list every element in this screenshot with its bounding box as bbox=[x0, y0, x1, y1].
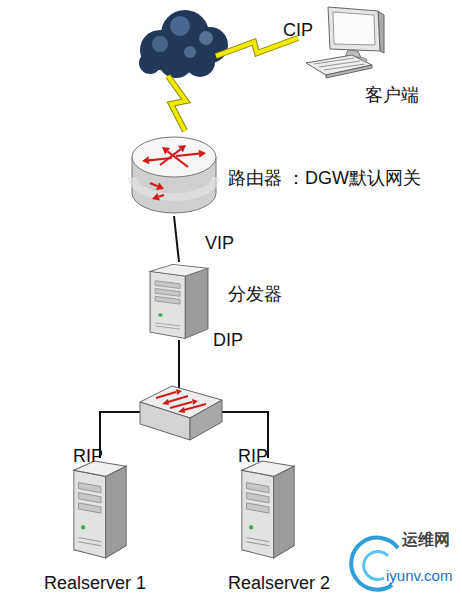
interface-label: CIP bbox=[283, 20, 313, 40]
watermark: 运维网 bbox=[402, 530, 450, 550]
client-node: 客户端 bbox=[300, 5, 385, 83]
director-node: 分发器 bbox=[148, 262, 210, 340]
realserver-node: Realserver 2 bbox=[240, 458, 296, 560]
node-label: 路由器 ：DGW默认网关 bbox=[228, 168, 421, 188]
network-link bbox=[100, 340, 179, 458]
watermark: iyunv.com bbox=[386, 566, 452, 586]
network-link bbox=[179, 340, 268, 458]
lightning-link bbox=[168, 38, 298, 131]
node-label: Realserver 1 bbox=[44, 573, 146, 593]
internet-cloud bbox=[139, 10, 228, 78]
server-icon bbox=[72, 458, 128, 560]
server-icon bbox=[148, 262, 210, 340]
node-label: 客户端 bbox=[365, 85, 419, 105]
node-label: 分发器 bbox=[228, 284, 282, 304]
realserver-node: Realserver 1 bbox=[72, 458, 128, 560]
interface-label: RIP bbox=[238, 446, 268, 466]
interface-label: DIP bbox=[213, 330, 243, 350]
switch-icon bbox=[140, 386, 222, 440]
network-link bbox=[174, 216, 179, 262]
server-icon bbox=[240, 458, 296, 560]
interface-label: RIP bbox=[73, 446, 103, 466]
router-node: 路由器 ：DGW默认网关 bbox=[130, 133, 218, 216]
router-icon bbox=[130, 133, 218, 216]
client-icon bbox=[300, 5, 385, 83]
interface-label: VIP bbox=[205, 233, 234, 253]
node-label: Realserver 2 bbox=[228, 573, 330, 593]
